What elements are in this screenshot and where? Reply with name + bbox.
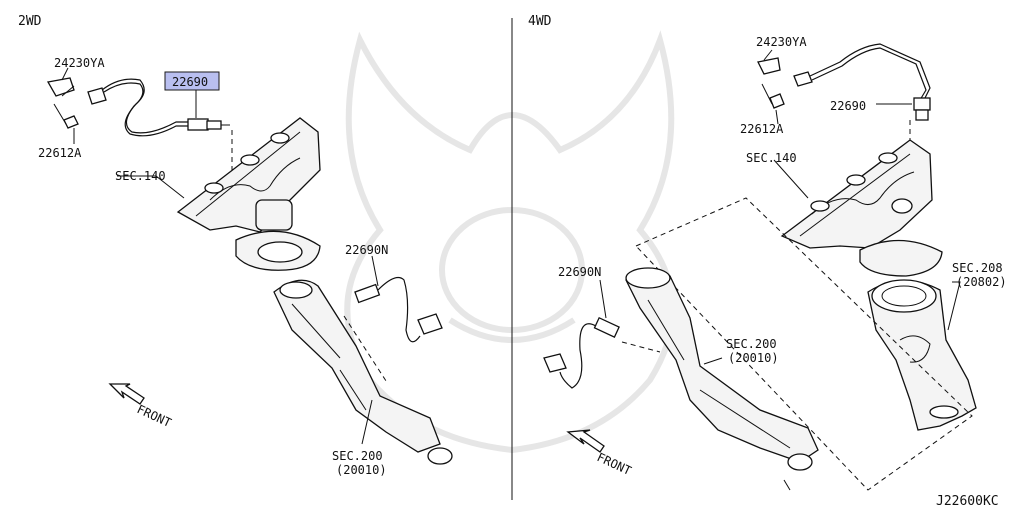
left-label-sec200[interactable]: SEC.200 (332, 449, 383, 463)
leader-right-rear-sensor (599, 279, 607, 319)
leader-left-manifold (117, 175, 185, 199)
right-catalytic-converter[interactable] (625, 267, 819, 491)
leader-left-rear-sensor (371, 255, 379, 287)
left-catalytic-converter[interactable] (273, 279, 453, 465)
left-bolt[interactable] (53, 103, 79, 129)
right-connector[interactable] (793, 71, 813, 87)
left-highlight-22690[interactable] (164, 71, 220, 91)
left-front-label: FRONT (135, 402, 174, 430)
leader-right-bracket (763, 49, 773, 61)
leader-left-cat (361, 399, 373, 445)
left-rear-o2-sensor[interactable] (354, 277, 443, 343)
leader-right-cat (703, 357, 723, 365)
right-bracket[interactable] (757, 57, 781, 75)
left-exhaust-manifold[interactable] (176, 117, 321, 271)
left-label-sec140[interactable]: SEC.140 (115, 169, 166, 183)
right-assembly-boundary (635, 197, 973, 491)
right-o2-sensor[interactable] (913, 97, 931, 121)
right-sensor-harness (809, 43, 931, 101)
right-label-sec200[interactable]: SEC.200 (726, 337, 777, 351)
left-connector[interactable] (87, 87, 107, 105)
dash-right-rear (621, 341, 661, 353)
right-exhaust-manifold[interactable] (780, 139, 943, 277)
left-label-22690N: 22690N (345, 243, 388, 257)
right-label-22612A: 22612A (740, 122, 784, 136)
right-label-22690: 22690 (830, 99, 866, 113)
section-title-2wd: 2WD (18, 14, 42, 29)
watermark-logo (344, 30, 676, 454)
diagram-code: J22600KC (936, 494, 999, 509)
leader-right-pipe (947, 281, 961, 331)
right-front-pipe[interactable] (867, 279, 977, 431)
right-rear-o2-sensor[interactable] (543, 316, 620, 389)
right-label-sec140[interactable]: SEC.140 (746, 151, 797, 165)
right-label-22690N: 22690N (558, 265, 601, 279)
left-sensor-harness-b (103, 82, 190, 134)
left-o2-sensor[interactable] (187, 118, 230, 131)
leader-left-bracket (61, 67, 69, 81)
leader-right-bolt (775, 109, 779, 125)
right-bolt[interactable] (761, 83, 785, 109)
right-label-20010: (20010) (728, 351, 779, 365)
right-label-20802: (20802) (956, 275, 1007, 289)
right-label-24230YA: 24230YA (756, 35, 807, 49)
right-front-label: FRONT (595, 450, 634, 478)
section-title-4wd: 4WD (528, 14, 552, 29)
left-bracket[interactable] (46, 77, 75, 97)
right-front-arrow (566, 429, 605, 453)
left-label-24230YA: 24230YA (54, 56, 105, 70)
left-label-22612A: 22612A (38, 146, 82, 160)
dash-left-rear (343, 315, 389, 385)
right-sensor-harness-b (811, 47, 927, 101)
left-front-arrow (108, 383, 145, 405)
right-label-sec208[interactable]: SEC.208 (952, 261, 1003, 275)
left-label-22690[interactable]: 22690 (172, 75, 208, 89)
leader-right-manifold (773, 159, 809, 199)
left-label-20010: (20010) (336, 463, 387, 477)
